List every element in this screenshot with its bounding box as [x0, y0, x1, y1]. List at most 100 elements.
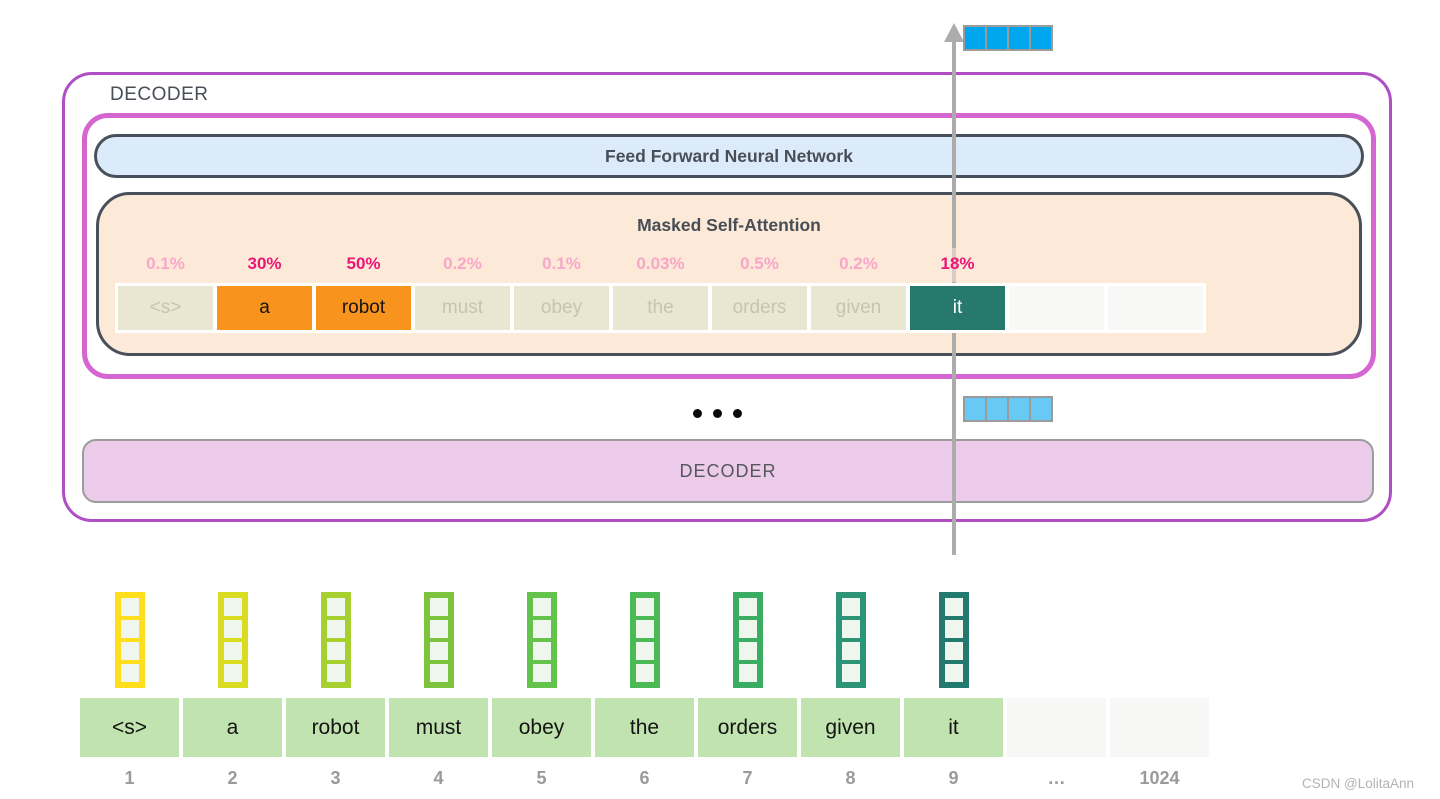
decoder-outer-label: DECODER: [110, 84, 209, 105]
decoder-lower-label: DECODER: [679, 460, 777, 481]
embedding-vector: [938, 592, 969, 688]
vector-cell: [987, 27, 1007, 49]
vector-cell: [841, 620, 860, 638]
vector-cell: [1031, 398, 1051, 420]
position-label: 7: [742, 768, 753, 788]
input-token-cell: obey: [492, 698, 591, 757]
vector-cell: [944, 598, 963, 616]
vector-cell: [532, 642, 551, 660]
vector-cell: [1009, 27, 1029, 49]
vector-cell: [1009, 398, 1029, 420]
vector-cell: [841, 598, 860, 616]
attention-token-cell: the: [613, 286, 708, 330]
vector-cell: [841, 642, 860, 660]
watermark-text: CSDN @LolitaAnn: [1302, 776, 1415, 791]
vector-cell: [223, 664, 242, 682]
vector-cell: [120, 598, 139, 616]
attention-percentages-row: 0.1%30%50%0.2%0.1%0.03%0.5%0.2%18%: [115, 254, 1206, 276]
attention-percentage: 0.1%: [542, 254, 581, 273]
vector-cell: [965, 27, 985, 49]
attention-token-cell: must: [415, 286, 510, 330]
input-token-cell: [1007, 698, 1106, 757]
vector-cell: [965, 398, 985, 420]
position-label: 5: [536, 768, 547, 788]
vector-cell: [326, 598, 345, 616]
attention-token-cell: [1009, 286, 1104, 330]
attention-percentage: 0.2%: [839, 254, 878, 273]
vector-cell: [944, 664, 963, 682]
vector-cell: [635, 598, 654, 616]
embedding-vector-slot: [698, 592, 797, 688]
embedding-vector: [526, 592, 557, 688]
position-label: 3: [330, 768, 341, 788]
embedding-vector: [217, 592, 248, 688]
embedding-vector-slot: [595, 592, 694, 688]
dot-icon: [713, 409, 722, 418]
position-label: …: [1047, 768, 1066, 788]
embedding-vector-slot: [801, 592, 900, 688]
vector-cell: [326, 664, 345, 682]
vector-cell: [635, 642, 654, 660]
attention-token-cell: a: [217, 286, 312, 330]
arrow-up-icon: [943, 23, 964, 42]
hidden-state-vector: [963, 396, 1053, 422]
vector-cell: [944, 642, 963, 660]
vector-cell: [635, 620, 654, 638]
vector-cell: [738, 598, 757, 616]
vector-cell: [635, 664, 654, 682]
attention-token-cell: it: [910, 286, 1005, 330]
decoder-outer-box: [62, 72, 1392, 522]
vector-cell: [738, 620, 757, 638]
position-label: 9: [948, 768, 959, 788]
vector-cell: [738, 642, 757, 660]
embedding-vector-slot: [183, 592, 282, 688]
feed-forward-label: Feed Forward Neural Network: [605, 145, 853, 166]
vector-cell: [738, 664, 757, 682]
input-token-cell: orders: [698, 698, 797, 757]
vector-cell: [326, 620, 345, 638]
attention-percentage: 0.03%: [636, 254, 685, 273]
attention-percentage: 0.1%: [146, 254, 185, 273]
attention-percentage: 0.5%: [740, 254, 779, 273]
attention-token-cell: [1108, 286, 1203, 330]
output-logits-vector: [963, 25, 1053, 51]
vector-cell: [429, 598, 448, 616]
embedding-vector-slot: [492, 592, 591, 688]
embedding-vector: [732, 592, 763, 688]
attention-percentage: 50%: [346, 254, 381, 273]
attention-percentage: [1009, 254, 1104, 276]
position-label: 6: [639, 768, 650, 788]
vector-cell: [1031, 27, 1051, 49]
input-token-cell: <s>: [80, 698, 179, 757]
input-token-cell: the: [595, 698, 694, 757]
attention-percentage: [1108, 254, 1203, 276]
vector-cell: [120, 642, 139, 660]
embedding-vector-slot: [389, 592, 488, 688]
attention-percentage: 18%: [940, 254, 975, 273]
embedding-vector-slot: [904, 592, 1003, 688]
embedding-vector: [320, 592, 351, 688]
attention-token-cell: given: [811, 286, 906, 330]
vector-cell: [120, 620, 139, 638]
position-label: 1: [124, 768, 135, 788]
embedding-vector-slot: [1110, 592, 1209, 688]
embedding-vector: [629, 592, 660, 688]
dot-icon: [693, 409, 702, 418]
decoder-lower-box: DECODER: [82, 439, 1374, 503]
vector-cell: [326, 642, 345, 660]
vector-cell: [223, 598, 242, 616]
position-label: 2: [227, 768, 238, 788]
masked-self-attention-label: Masked Self-Attention: [637, 215, 821, 235]
embedding-vector-slot: [286, 592, 385, 688]
vector-cell: [532, 664, 551, 682]
vector-cell: [987, 398, 1007, 420]
embedding-vector-row: [80, 592, 1209, 688]
attention-percentage: 30%: [247, 254, 282, 273]
embedding-vector: [423, 592, 454, 688]
vector-cell: [429, 642, 448, 660]
embedding-vector: [835, 592, 866, 688]
